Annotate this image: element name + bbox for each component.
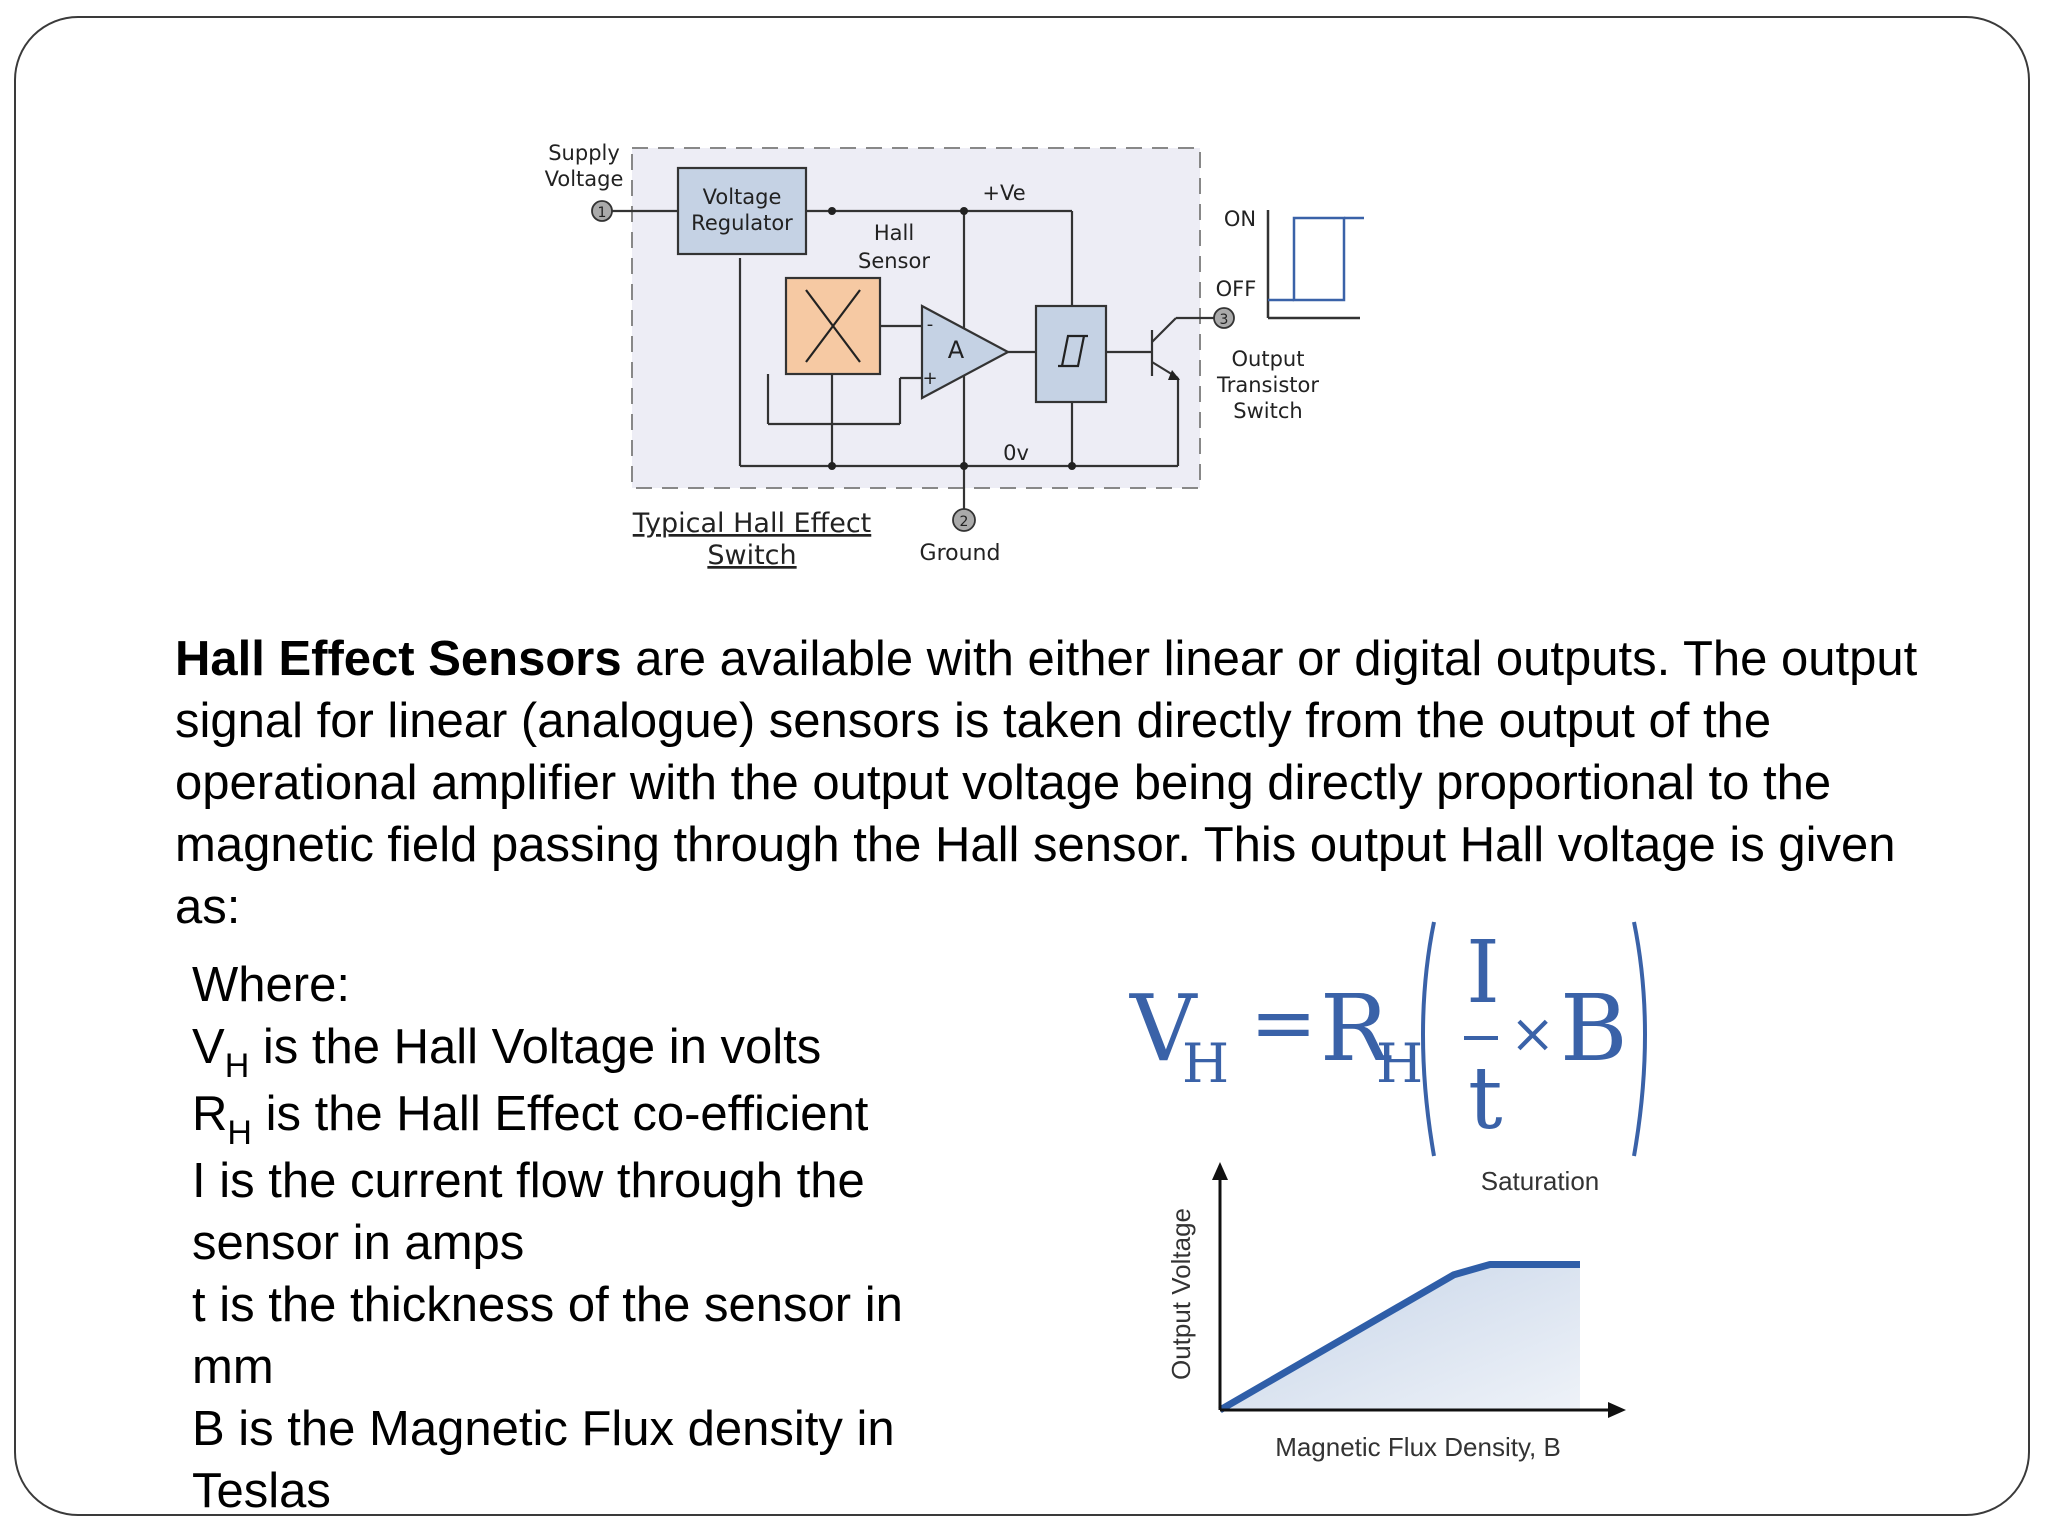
chart-area-fill	[1220, 1264, 1580, 1410]
t-definition: t is the thickness of the sensor in	[192, 1278, 903, 1332]
vh-subscript: H	[224, 1047, 250, 1085]
diagram-caption-2: Switch	[707, 540, 796, 571]
positive-rail-label: +Ve	[982, 181, 1025, 205]
rh-definition: RH is the Hall Effect co-efficient	[192, 1083, 972, 1152]
i-definition: I is the current flow through the	[192, 1154, 865, 1208]
on-state-label: ON	[1224, 207, 1256, 231]
hall-sensor-label-2: Sensor	[858, 249, 930, 273]
formula-r: R	[1320, 975, 1392, 1082]
i-definition-cont: sensor in amps	[192, 1216, 525, 1270]
formula-right-paren	[1632, 921, 1647, 1157]
x-axis-arrow-icon	[1608, 1402, 1626, 1418]
chart-x-label: Magnetic Flux Density, B	[1275, 1432, 1561, 1462]
rh-symbol: R	[192, 1087, 228, 1141]
b-definition: B is the Magnetic Flux density in	[192, 1402, 895, 1456]
formula-left-paren	[1421, 921, 1436, 1157]
hall-switch-diagram: 1 2 3 Supply Voltage Voltage Regulator +…	[545, 141, 1364, 571]
chart-y-label: Output Voltage	[1166, 1208, 1196, 1380]
variable-definitions: Where: VH is the Hall Voltage in volts R…	[192, 954, 972, 1522]
vh-symbol: V	[192, 1020, 225, 1074]
output-voltage-chart: Saturation Magnetic Flux Density, B Outp…	[1166, 1162, 1626, 1462]
amplifier-symbol	[920, 304, 1011, 400]
hysteresis-plot	[1266, 210, 1364, 320]
formula-b: B	[1560, 975, 1628, 1082]
formula-times: ×	[1510, 1002, 1555, 1065]
chart-series-line	[1218, 1260, 1580, 1414]
paragraph-body: are available with either linear or digi…	[175, 632, 1918, 934]
regulator-label: Voltage	[703, 185, 782, 209]
hall-voltage-formula: V H = R H I t × B	[1129, 921, 1647, 1157]
amplifier-inverting-label: -	[927, 314, 934, 335]
saturation-annotation: Saturation	[1481, 1166, 1600, 1196]
off-state-label: OFF	[1216, 277, 1257, 301]
pin-2-terminal	[952, 508, 976, 532]
regulator-label-2: Regulator	[691, 211, 793, 235]
voltage-regulator-block	[676, 166, 808, 256]
description-paragraph: Hall Effect Sensors are available with e…	[175, 628, 1935, 938]
diagram-caption: Typical Hall Effect	[632, 508, 872, 539]
formula-v-subscript: H	[1182, 1032, 1229, 1095]
t-definition-cont: mm	[192, 1340, 274, 1394]
supply-voltage-label: Voltage	[545, 167, 624, 191]
slide-frame	[14, 16, 2030, 1516]
circuit-wires	[612, 209, 1222, 510]
where-label: Where:	[192, 958, 350, 1012]
rh-subscript: H	[227, 1114, 252, 1152]
formula-r-subscript: H	[1376, 1032, 1423, 1095]
pin-3-terminal	[1213, 307, 1235, 329]
paragraph-bold-title: Hall Effect Sensors	[175, 632, 622, 686]
rh-text: is the Hall Effect co-efficient	[251, 1087, 869, 1141]
pin-1-terminal	[591, 200, 613, 222]
vh-definition: VH is the Hall Voltage in volts	[192, 1016, 972, 1085]
schmitt-trigger-block	[1034, 304, 1108, 404]
junction-dots	[828, 207, 1076, 470]
amplifier-label: A	[948, 336, 965, 364]
hysteresis-icon	[1058, 334, 1088, 368]
formula-v: V	[1129, 975, 1198, 1082]
b-definition-cont: Teslas	[192, 1464, 331, 1518]
amplifier-noninverting-label: +	[922, 368, 937, 389]
vh-text: is the Hall Voltage in volts	[249, 1020, 822, 1074]
formula-numerator: I	[1466, 923, 1500, 1023]
pin-1-label: 1	[598, 205, 607, 221]
ground-rail-label: 0v	[1003, 441, 1029, 465]
supply-label: Supply	[548, 141, 620, 165]
hall-sensor-label: Hall	[874, 221, 914, 245]
output-transistor-label: Transistor	[1216, 373, 1319, 397]
output-switch-label: Switch	[1233, 399, 1302, 423]
y-axis-arrow-icon	[1212, 1162, 1228, 1180]
pin-2-label: 2	[960, 514, 969, 530]
formula-equals: =	[1250, 976, 1317, 1069]
pin-3-label: 3	[1220, 312, 1229, 328]
output-label: Output	[1232, 347, 1305, 371]
ground-label: Ground	[920, 541, 1001, 566]
formula-denominator: t	[1468, 1049, 1503, 1149]
